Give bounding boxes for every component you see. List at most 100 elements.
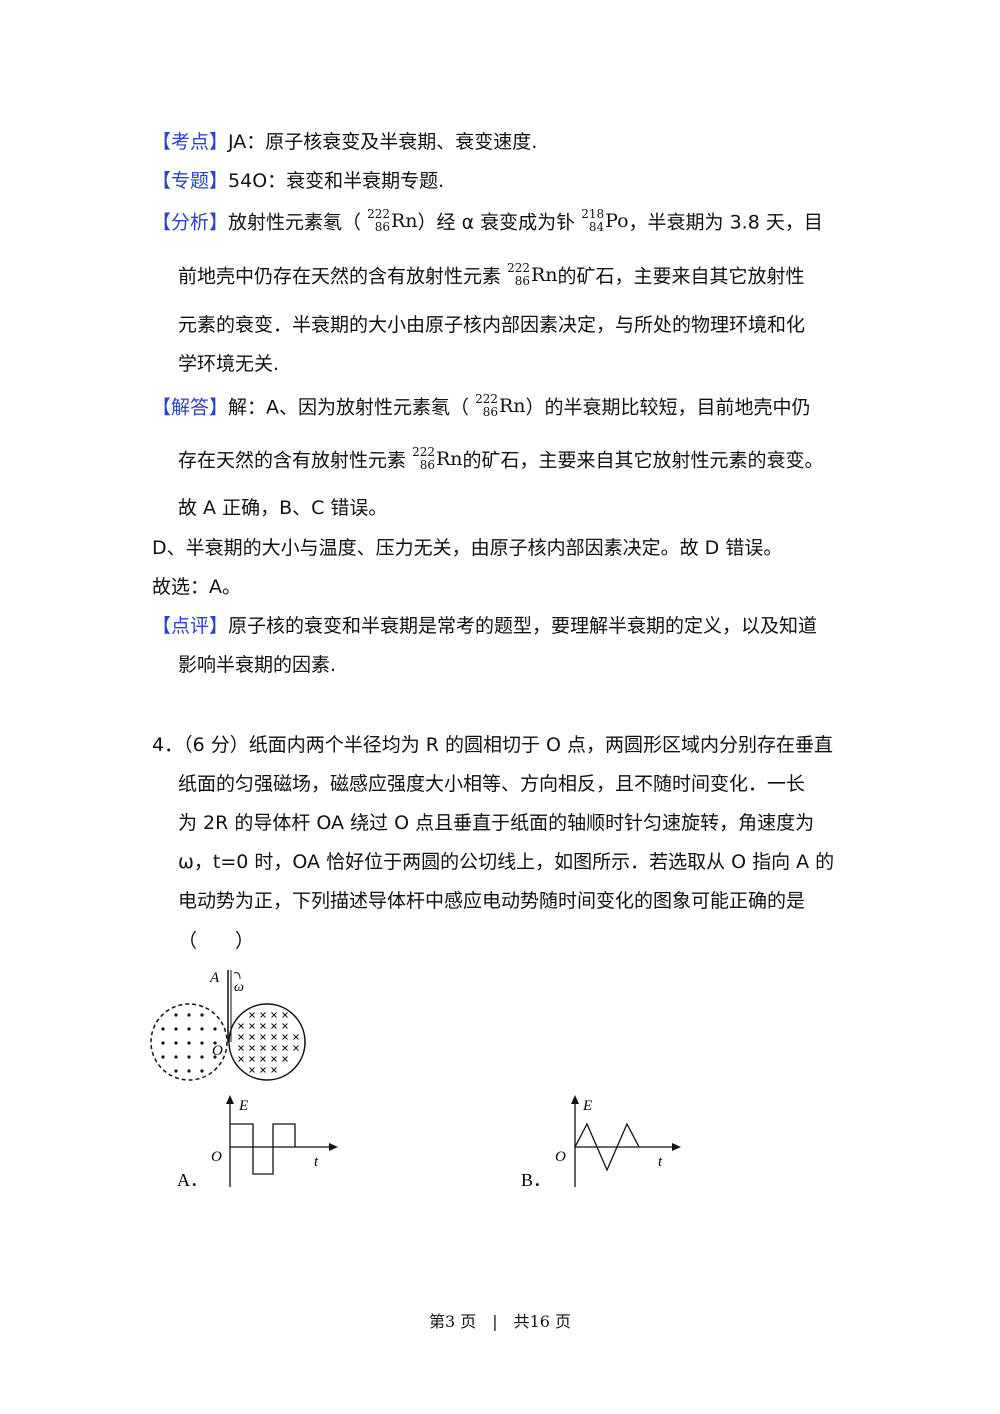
field-cross [238,1056,244,1062]
field-dot [187,1041,191,1045]
field-cross [260,1023,266,1029]
radon-atomic: 86 [482,405,498,419]
field-cross [282,1023,288,1029]
field-dot [213,1055,217,1059]
field-cross [260,1045,266,1051]
kaodian-line: 【考点】JA：原子核衰变及半衰期、衰变速度. [152,128,537,156]
jieda-line-4: D、半衰期的大小与温度、压力无关，由原子核内部因素决定。故 D 错误。 [152,537,783,559]
field-dot [174,1069,178,1073]
field-dot [200,1027,204,1031]
field-dot [200,1055,204,1059]
option-a-graph: E O t A． [177,1095,338,1190]
jieda-text-1a: 解：A、因为放射性元素氡（ [228,396,470,419]
origin-label: O [211,1149,222,1165]
field-cross [260,1012,266,1018]
field-cross [271,1056,277,1062]
field-cross [271,1045,277,1051]
fenxi-tag: 【分析】 [152,211,229,234]
dianping-line-1: 【点评】原子核的衰变和半衰期是常考的题型，要理解半衰期的定义，以及知道 [152,612,817,640]
field-cross [249,1012,255,1018]
fenxi-text-1a: 放射性元素氡（ [228,211,362,234]
page-footer: 第3 页 | 共16 页 [428,1312,572,1331]
field-cross [260,1067,266,1073]
square-wave [230,1123,296,1175]
field-dot [187,1013,191,1017]
field-dot [174,1027,178,1031]
field-cross [293,1034,299,1040]
radon-mass: 222 [475,392,498,406]
question-line-2: 纸面的匀强磁场，磁感应强度大小相等、方向相反，且不随时间变化．一长 [178,773,806,795]
field-cross [249,1023,255,1029]
field-dot [174,1013,178,1017]
question-line-5: 电动势为正，下列描述导体杆中感应电动势随时间变化的图象可能正确的是 [178,890,806,912]
field-dot [161,1027,165,1031]
zhuanti-line: 【专题】54O：衰变和半衰期专题. [152,167,444,195]
field-cross [271,1067,277,1073]
radon-symbol: Rn [435,448,463,470]
fenxi-text-2a: 前地壳中仍存在天然的含有放射性元素 [178,265,502,288]
label-a: A [209,970,220,986]
field-dot [161,1041,165,1045]
field-cross [249,1045,255,1051]
fenxi-text-1c: ，半衰期为 3.8 天，目 [628,211,823,234]
jieda-text-2a: 存在天然的含有放射性元素 [178,449,407,472]
label-omega: ω [234,980,244,995]
field-cross [249,1056,255,1062]
dianping-line-2: 影响半衰期的因素. [178,654,337,676]
radon-symbol: Rn [498,395,526,417]
question-line-6: （ ） [178,930,255,952]
fenxi-text-2b: 的矿石，主要来自其它放射性 [557,265,805,288]
zhuanti-text: 54O：衰变和半衰期专题. [228,170,445,192]
field-cross [282,1045,288,1051]
field-cross [238,1023,244,1029]
field-dot [200,1013,204,1017]
field-dot [213,1027,217,1031]
question-line-3: 为 2R 的导体杆 OA 绕过 O 点且垂直于纸面的轴顺时针匀速旋转，角速度为 [178,812,815,834]
out-of-page-dots [161,1013,217,1073]
origin-label: O [555,1149,566,1165]
field-cross [238,1045,244,1051]
radon-symbol: Rn [530,264,558,286]
field-dot [161,1055,165,1059]
field-dot [200,1069,204,1073]
field-cross [249,1034,255,1040]
field-dot [187,1069,191,1073]
dianping-text-1: 原子核的衰变和半衰期是常考的题型，要理解半衰期的定义，以及知道 [228,615,818,637]
field-cross [260,1034,266,1040]
label-o: O [212,1043,223,1059]
polonium-symbol: Po [605,210,629,232]
field-dot [174,1041,178,1045]
question-line-4: ω，t=0 时，OA 恰好位于两圆的公切线上，如图所示．若选取从 O 指向 A … [178,851,835,873]
into-page-crosses [238,1012,299,1073]
radon-symbol: Rn [390,210,418,232]
magnetic-field-figure: A ω O [150,970,306,1081]
field-cross [260,1056,266,1062]
field-cross [282,1012,288,1018]
field-cross [271,1034,277,1040]
left-circle-dashed [150,1003,228,1081]
axis-t-label: t [314,1154,319,1170]
jieda-text-1b: ）的半衰期比较短，目前地壳中仍 [525,396,811,419]
right-circle [228,1003,306,1081]
field-cross [293,1045,299,1051]
field-cross [271,1012,277,1018]
radon-atomic: 86 [374,220,390,234]
zhuanti-tag: 【专题】 [152,170,229,192]
field-dot [187,1027,191,1031]
field-dot [187,1055,191,1059]
option-b-graph: E O t B． [521,1095,681,1190]
field-dot [174,1055,178,1059]
option-b-label: B． [521,1170,551,1190]
field-cross [249,1067,255,1073]
polonium-atomic: 84 [588,220,605,234]
radon-atomic: 86 [419,458,435,472]
axis-t-label: t [658,1154,663,1170]
